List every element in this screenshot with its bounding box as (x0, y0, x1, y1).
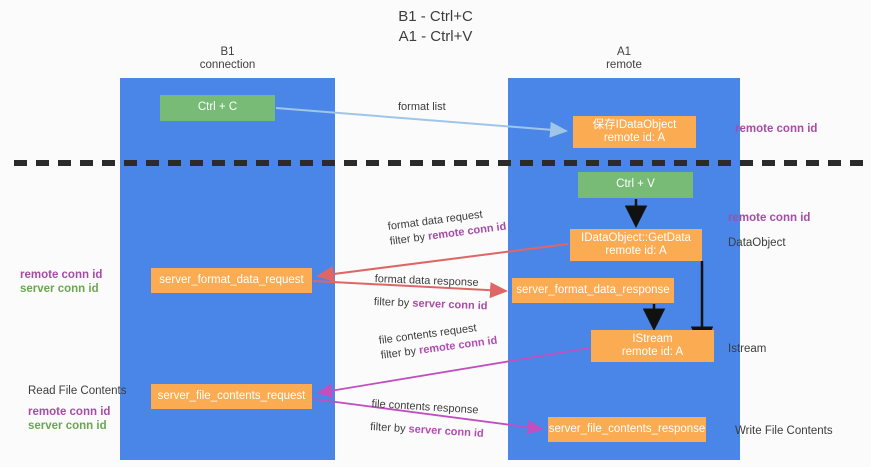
node-server-format-data-request[interactable]: server_format_data_request (151, 268, 312, 293)
edge-label-file-contents-response-line1: file contents response (371, 397, 479, 417)
filter-prefix: filter by (389, 230, 429, 248)
annotation-remote-conn-id-mid: remote conn id (728, 211, 810, 225)
node-istream[interactable]: IStream remote id: A (591, 330, 714, 362)
node-save-idataobject-remote-id: remote id: A (603, 132, 666, 144)
edge-label-format-data-response-filter: filter by server conn id (374, 295, 488, 314)
swimlane-header-a1-name: A1 (616, 46, 632, 58)
annotation-remote-conn-id-mid-text: remote conn id (728, 212, 811, 224)
node-server-format-data-request-label: server_format_data_request (159, 273, 304, 286)
filter-prefix: filter by (369, 420, 409, 436)
node-server-file-contents-response[interactable]: server_file_contents_response (548, 417, 706, 442)
swimlane-header-b1: B1 connection (120, 46, 335, 72)
filter-prefix: filter by (380, 344, 420, 362)
edge-label-format-data-request: format data request filter by remote con… (387, 205, 507, 250)
annotation-remote-conn-id-top: remote conn id (735, 122, 817, 136)
filter-key: server conn id (412, 297, 488, 313)
edge-label-format-list: format list (398, 100, 446, 115)
node-idataobject-getdata-remote-id: remote id: A (605, 245, 667, 257)
node-server-file-contents-request-label: server_file_contents_request (157, 389, 306, 402)
annotation-write-file-contents-text: Write File Contents (735, 425, 833, 437)
node-idataobject-getdata-title: IDataObject::GetData (581, 231, 691, 244)
node-idataobject-getdata[interactable]: IDataObject::GetData remote id: A (570, 229, 702, 261)
node-istream-remote-id: remote id: A (621, 346, 684, 358)
annotation-remote-conn-id-left-b: remote conn id (28, 406, 111, 418)
node-server-file-contents-response-label: server_file_contents_response (548, 422, 706, 435)
edge-label-format-data-response: format data response filter by server co… (374, 272, 489, 314)
diagram-title: B1 - Ctrl+C A1 - Ctrl+V (0, 7, 871, 47)
annotation-server-conn-id-left-b: server conn id (28, 420, 107, 432)
node-server-file-contents-request[interactable]: server_file_contents_request (151, 384, 312, 409)
edge-label-file-contents-request: file contents request filter by remote c… (378, 319, 498, 364)
swimlane-header-b1-role: connection (199, 59, 256, 71)
annotation-remote-conn-id-left-a: remote conn id (20, 269, 103, 281)
edge-label-format-list-text: format list (398, 101, 446, 113)
annotation-left-conn-ids-top: remote conn id server conn id (20, 268, 102, 296)
node-server-format-data-response-label: server_format_data_response (516, 283, 670, 296)
edge-label-format-data-response-line1: format data response (374, 272, 479, 289)
annotation-dataobject-text: DataObject (728, 237, 786, 249)
swimlane-header-a1: A1 remote (508, 46, 740, 72)
annotation-left-read-file-contents: Read File Contents remote conn id server… (28, 384, 126, 433)
node-ctrl-c-label: Ctrl + C (197, 101, 238, 114)
title-line-1: B1 - Ctrl+C (398, 8, 473, 25)
annotation-istream-text: Istream (728, 343, 767, 355)
node-server-format-data-response[interactable]: server_format_data_response (512, 278, 674, 303)
node-istream-title: IStream (632, 332, 673, 345)
swimlane-header-a1-role: remote (606, 59, 642, 71)
edge-label-file-contents-response: file contents response filter by server … (370, 397, 486, 442)
node-ctrl-v[interactable]: Ctrl + V (578, 172, 693, 198)
edge-label-file-contents-response-filter: filter by server conn id (370, 420, 484, 442)
title-line-2: A1 - Ctrl+V (398, 28, 473, 45)
node-save-idataobject[interactable]: 保存IDataObject remote id: A (573, 116, 696, 148)
annotation-server-conn-id-left-a: server conn id (20, 283, 99, 295)
swimlane-header-b1-name: B1 (220, 46, 235, 58)
node-save-idataobject-title: 保存IDataObject (592, 118, 677, 131)
filter-prefix: filter by (373, 295, 413, 310)
node-ctrl-c[interactable]: Ctrl + C (160, 95, 275, 121)
annotation-write-file-contents: Write File Contents (735, 424, 833, 438)
node-ctrl-v-label: Ctrl + V (616, 178, 655, 191)
annotation-dataobject: DataObject (728, 236, 786, 250)
filter-key: server conn id (408, 423, 485, 440)
annotation-read-file-contents-text: Read File Contents (28, 385, 127, 397)
annotation-istream: Istream (728, 342, 766, 356)
annotation-remote-conn-id-top-text: remote conn id (735, 123, 818, 135)
